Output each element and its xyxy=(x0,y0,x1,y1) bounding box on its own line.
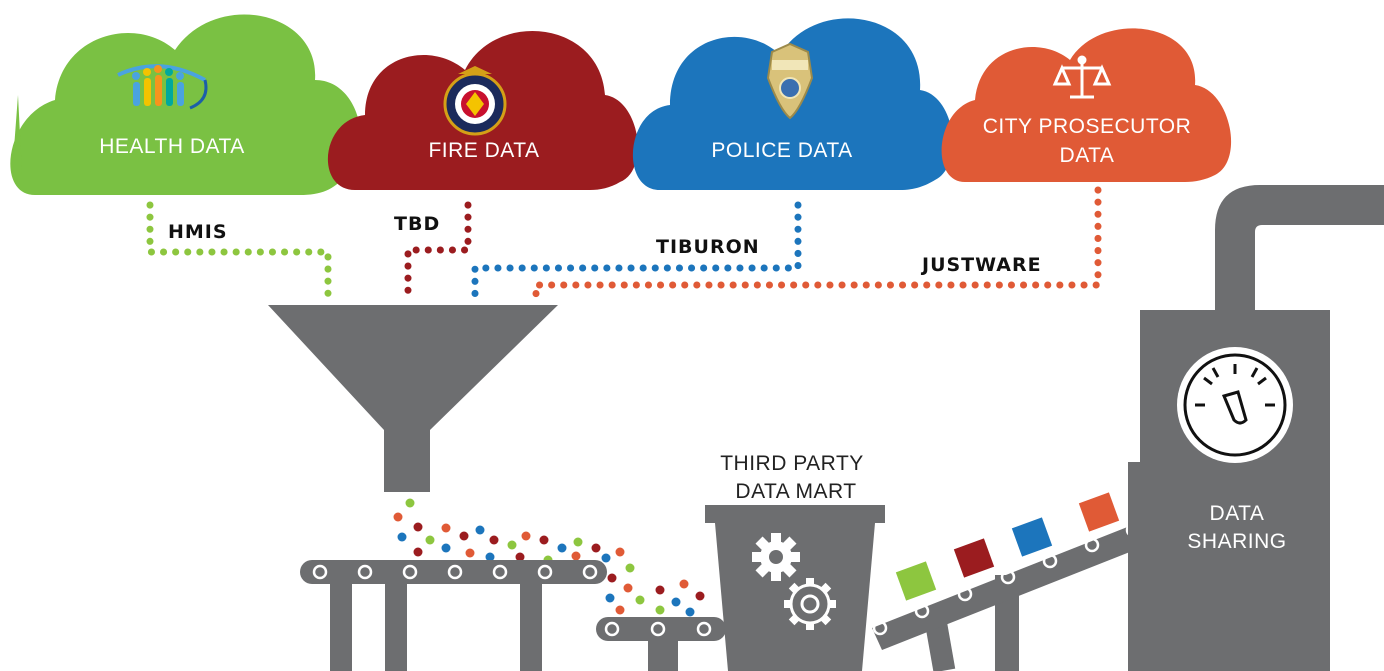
funnel xyxy=(268,305,558,492)
link-label-justware: JUSTWARE xyxy=(920,254,1042,276)
cloud-police-label: POLICE DATA xyxy=(711,139,852,162)
cloud-prosecutor-shape xyxy=(941,28,1232,182)
data-packet-police xyxy=(1011,517,1053,557)
fire-department-seal-icon xyxy=(443,66,507,136)
data-mart-machine xyxy=(705,505,885,671)
cloud-fire-label: FIRE DATA xyxy=(428,139,539,162)
cloud-fire: FIRE DATA xyxy=(327,31,638,190)
data-sharing-machine xyxy=(1128,185,1384,671)
people-logo-icon xyxy=(117,64,208,110)
cloud-health-label: HEALTH DATA xyxy=(99,135,245,158)
police-badge-icon xyxy=(766,42,814,120)
connector-prosecutor xyxy=(532,186,1102,304)
link-label-tiburon: TIBURON xyxy=(656,236,760,258)
data-sharing-label-line1: DATA xyxy=(1210,502,1265,525)
data-packet-health xyxy=(895,561,937,601)
data-particles xyxy=(393,498,705,617)
cloud-prosecutor-label-line2: DATA xyxy=(1060,144,1115,167)
conveyor-incline xyxy=(872,492,1145,671)
connector-health xyxy=(146,201,332,304)
cloud-prosecutor: CITY PROSECUTOR DATA xyxy=(941,28,1232,182)
gear-large-icon xyxy=(752,533,800,581)
data-mart-label-line1: THIRD PARTY xyxy=(720,452,864,475)
data-mart-label-line2: DATA MART xyxy=(735,480,856,503)
scales-of-justice-icon xyxy=(1052,55,1112,99)
data-sharing-label-line2: SHARING xyxy=(1187,530,1286,553)
conveyor-lower xyxy=(596,617,726,671)
cloud-health-shape xyxy=(10,14,361,196)
cloud-health: HEALTH DATA xyxy=(10,14,361,196)
link-label-tbd: TBD xyxy=(394,213,440,235)
connector-fire xyxy=(404,201,472,304)
data-packet-fire xyxy=(953,538,995,578)
conveyor-upper xyxy=(300,560,607,671)
cloud-prosecutor-label-line1: CITY PROSECUTOR xyxy=(983,115,1192,138)
data-packet-prosecutor xyxy=(1078,492,1120,532)
connector-police xyxy=(471,201,802,304)
cloud-police: POLICE DATA xyxy=(632,18,953,190)
link-label-hmis: HMIS xyxy=(168,221,228,243)
gauge-icon xyxy=(1177,347,1293,463)
data-packets xyxy=(895,492,1120,601)
